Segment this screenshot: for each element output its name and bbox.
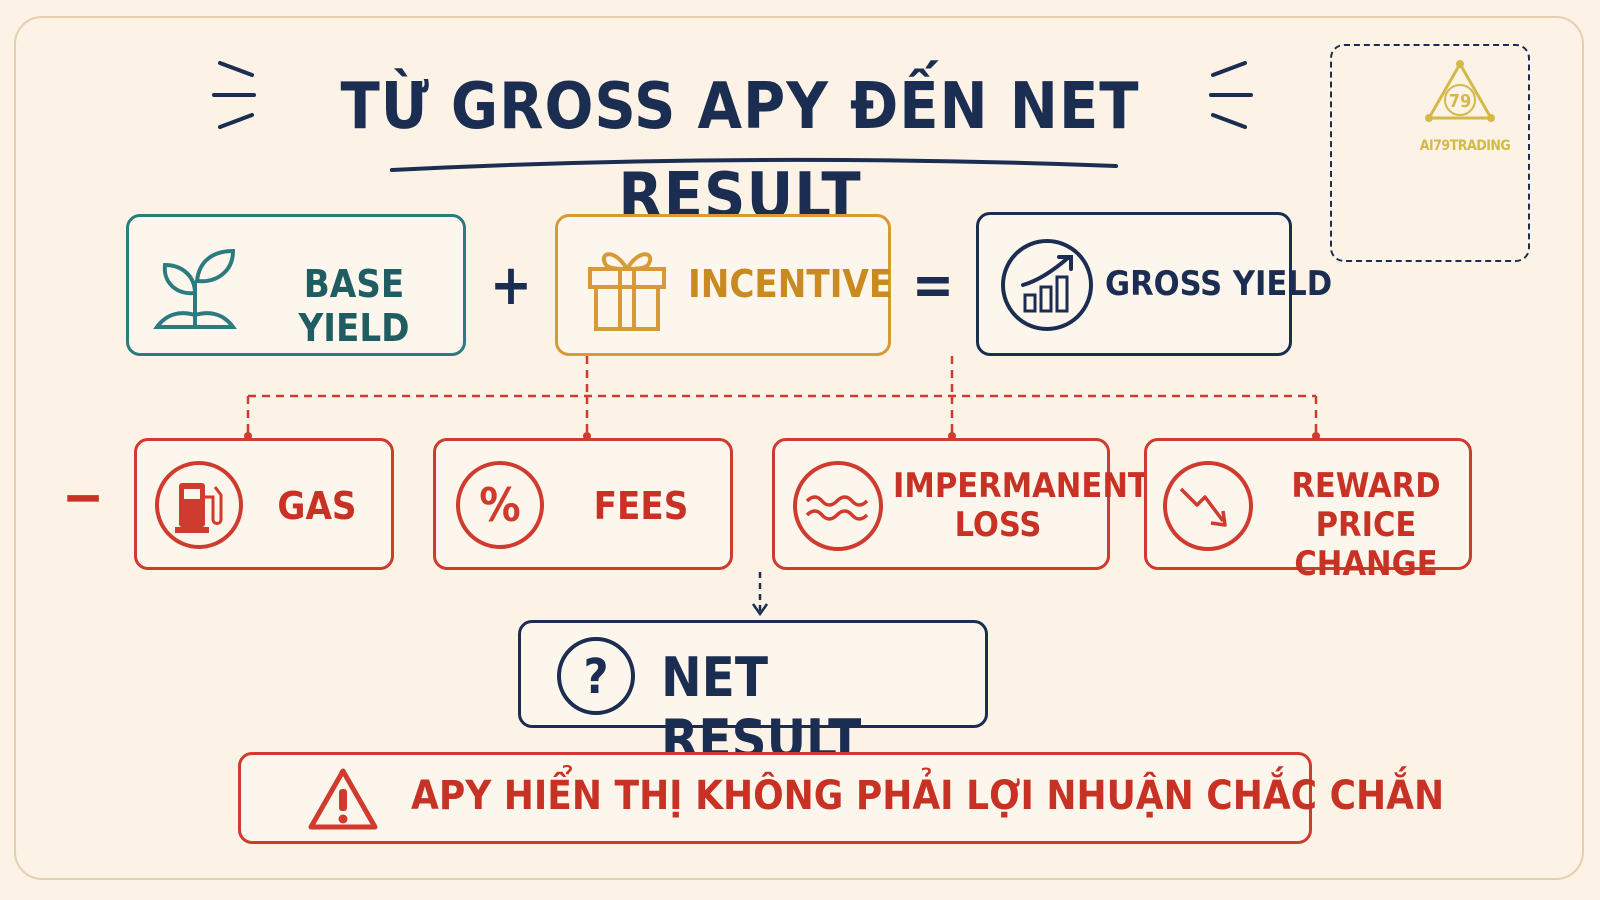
price-down-icon [1163, 461, 1253, 551]
reward-price-change-label: REWARD PRICE CHANGE [1263, 466, 1469, 585]
page-title: TỪ GROSS APY ĐẾN NET RESULT [340, 70, 1140, 234]
reward-price-change-line1: REWARD PRICE [1291, 466, 1441, 546]
logo-icon: 79 [1425, 60, 1495, 122]
svg-text:?: ? [583, 649, 608, 705]
question-icon: ? [557, 637, 635, 715]
logo-text: AI79TRADING [1419, 138, 1511, 154]
impermanent-loss-box: IMPERMANENT LOSS [772, 438, 1149, 570]
equals-operator: = [911, 253, 955, 318]
sprout-icon [153, 248, 237, 329]
gift-icon [588, 252, 666, 331]
warning-icon [308, 768, 378, 830]
plus-operator: + [489, 253, 533, 318]
svg-text:%: % [479, 478, 520, 532]
percent-icon: % [456, 461, 544, 549]
waves-icon [793, 461, 883, 551]
title-underline [390, 157, 1118, 172]
warning-box: APY HIỂN THỊ KHÔNG PHẢI LỢI NHUẬN CHẮC C… [238, 752, 1445, 844]
chart-up-icon [1001, 239, 1093, 331]
right-burst-decoration [1209, 61, 1253, 129]
fees-label: FEES [593, 484, 689, 528]
left-burst-decoration [212, 61, 256, 129]
base-yield-box: BASE YIELD [126, 214, 466, 356]
net-result-box: ? NET RESULT [518, 620, 988, 771]
fees-box: % FEES [433, 438, 733, 570]
reward-price-change-line2: CHANGE [1294, 544, 1438, 585]
logo-mark-text: 79 [1449, 91, 1472, 112]
base-yield-label: BASE YIELD [298, 262, 410, 350]
minus-operator: − [61, 465, 105, 530]
impermanent-loss-line1: IMPERMANENT [893, 466, 1149, 506]
incentive-label: INCENTIVE [688, 262, 893, 306]
logo-box [1330, 44, 1530, 262]
impermanent-loss-line2: LOSS [954, 505, 1042, 546]
reward-price-change-box: REWARD PRICE CHANGE [1144, 438, 1472, 584]
gas-box: GAS [134, 438, 394, 570]
incentive-box: INCENTIVE [555, 214, 893, 356]
impermanent-loss-label: IMPERMANENT LOSS [893, 466, 1149, 546]
gas-label: GAS [277, 484, 357, 528]
gas-pump-icon [155, 461, 243, 549]
warning-text: APY HIỂN THỊ KHÔNG PHẢI LỢI NHUẬN CHẮC C… [411, 773, 1445, 819]
